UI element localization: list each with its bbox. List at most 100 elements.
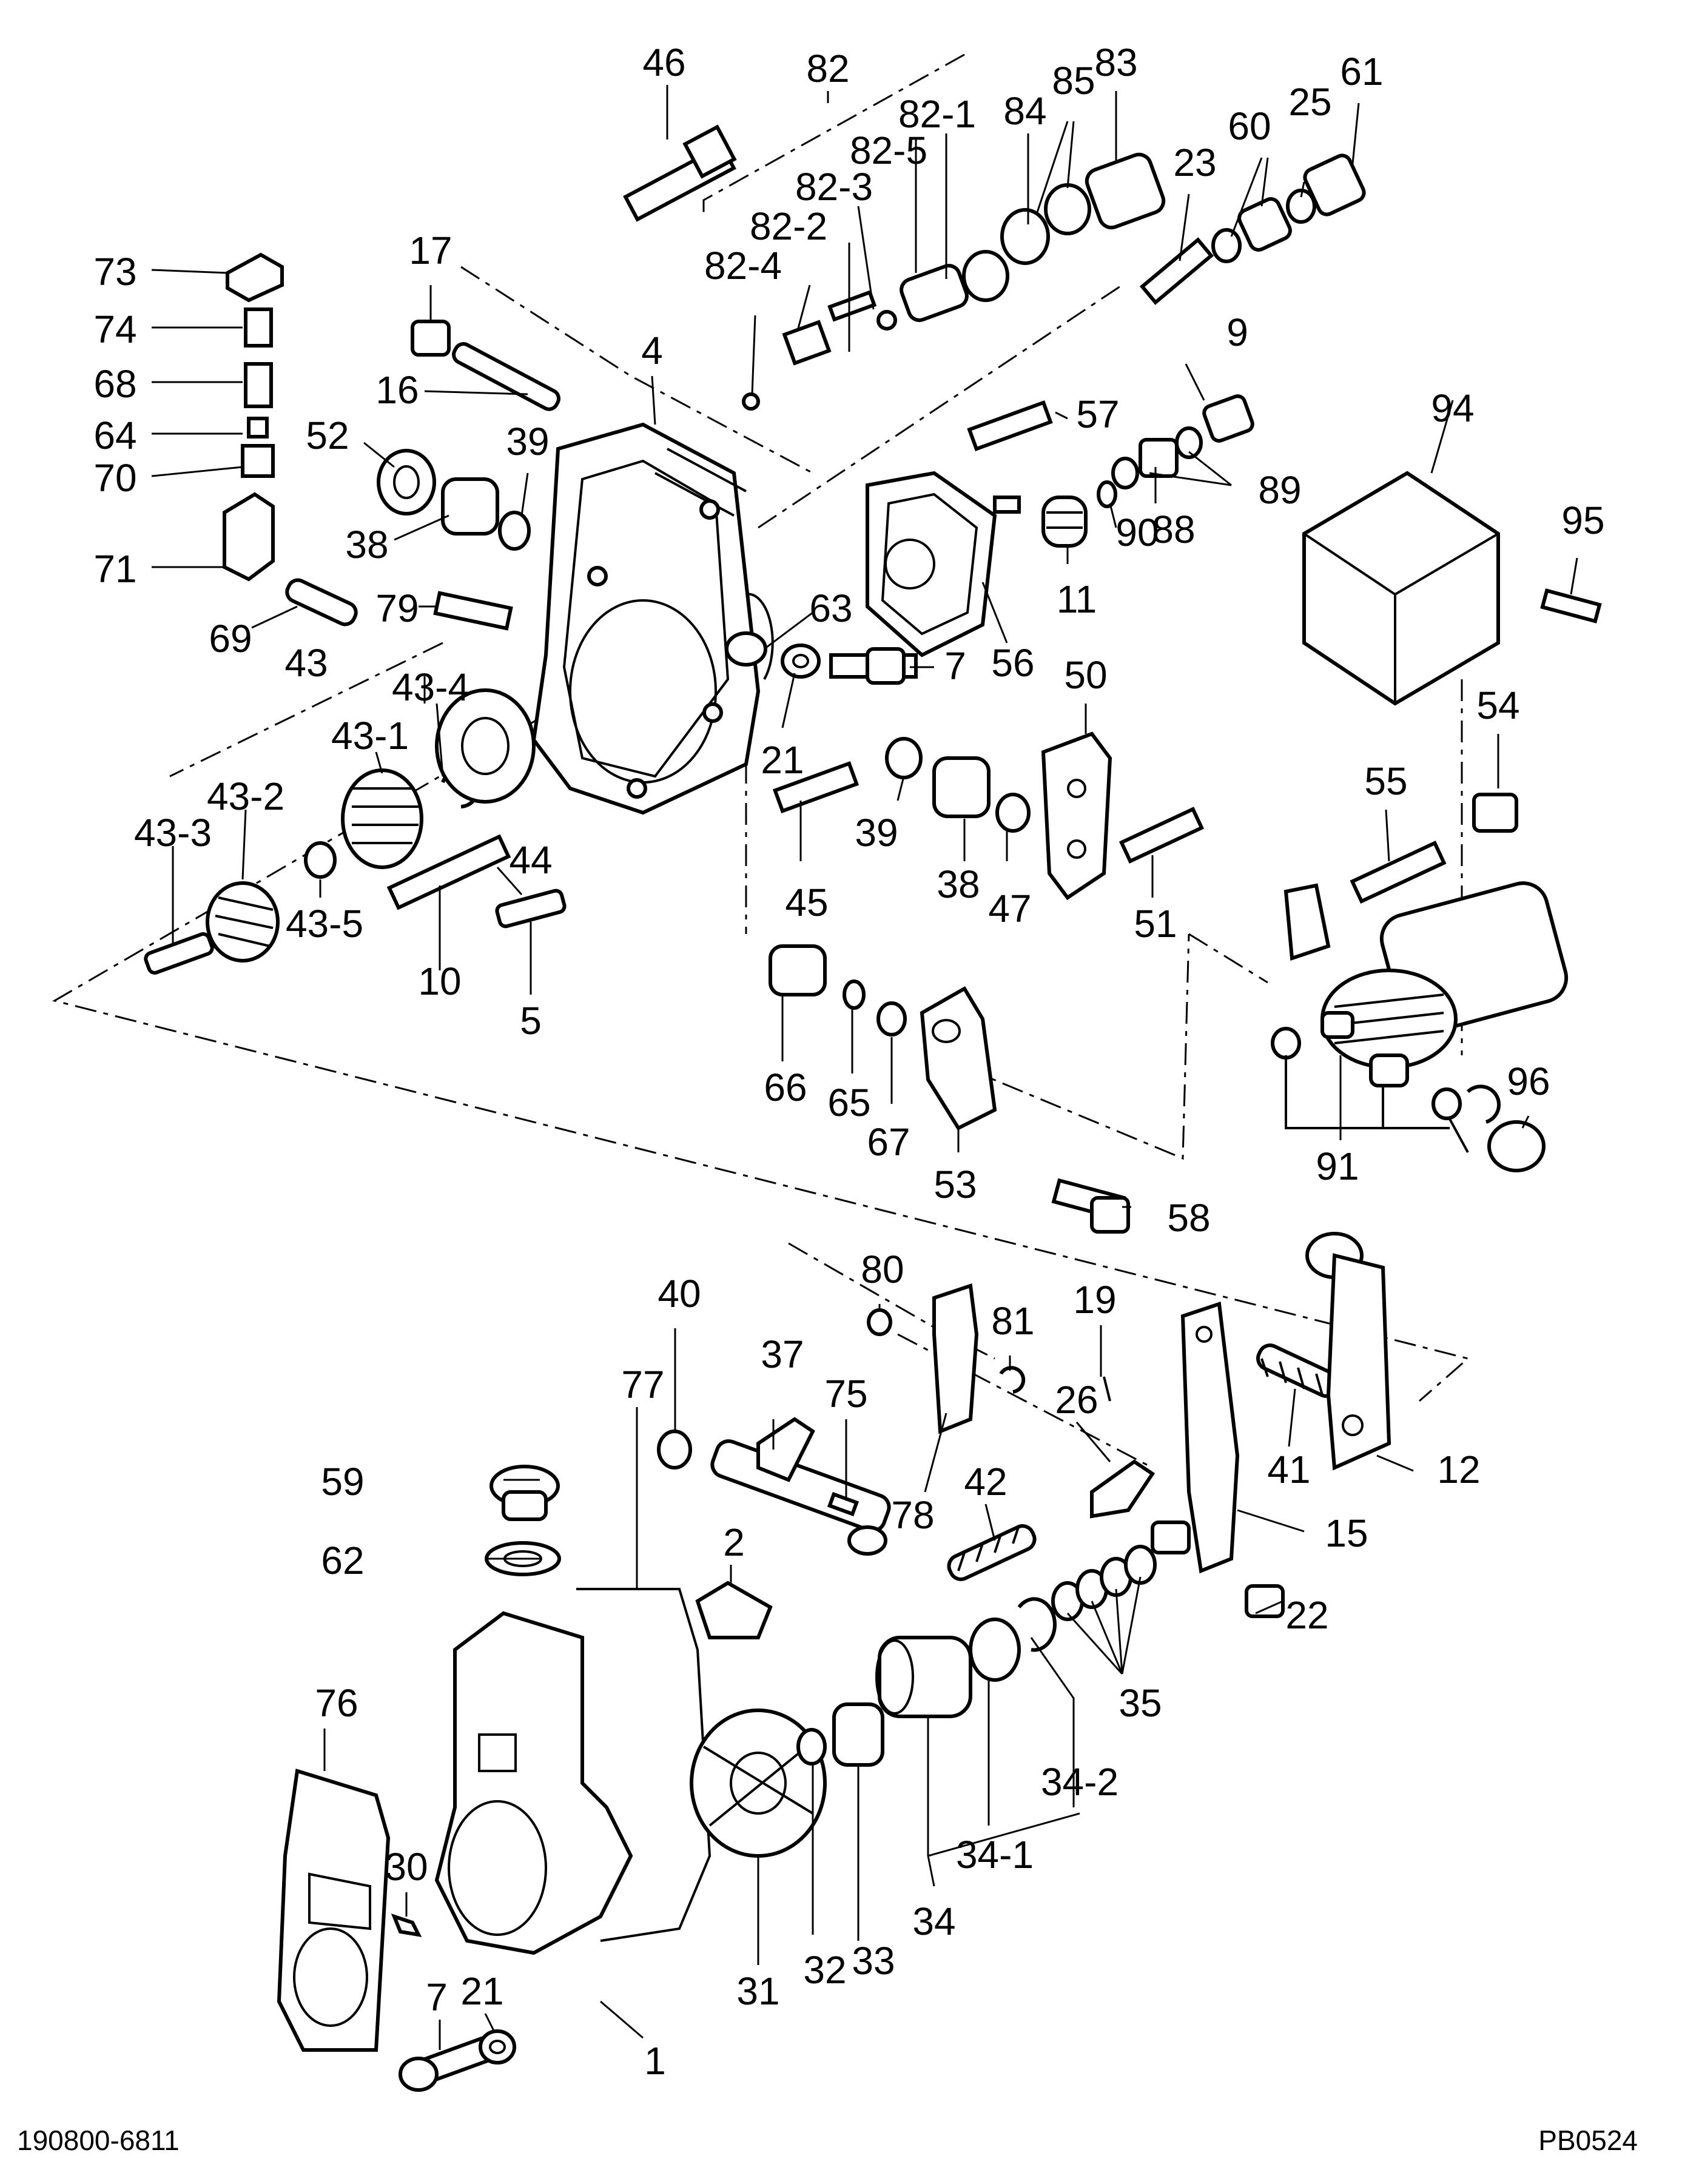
part-42-spring <box>947 1524 1037 1581</box>
callout-91: 91 <box>1316 1144 1359 1188</box>
callout-63: 63 <box>809 586 852 630</box>
part-43-assembly <box>144 768 480 975</box>
part-46-bolt <box>623 124 737 222</box>
callout-35: 35 <box>1119 1681 1162 1725</box>
callout-83: 83 <box>1094 41 1137 84</box>
callout-82: 82 <box>806 47 849 90</box>
callout-44: 44 <box>509 838 552 882</box>
part-54-nut <box>1472 793 1518 833</box>
part-31-weight-assembly <box>690 1709 827 1858</box>
callout-84: 84 <box>1003 89 1046 133</box>
part-55-stud <box>1350 841 1447 904</box>
part-41-spring <box>1256 1343 1340 1398</box>
callout-25: 25 <box>1288 80 1331 124</box>
part-88-89-nuts <box>1111 426 1203 489</box>
callout-64: 64 <box>93 414 136 457</box>
callout-61: 61 <box>1340 50 1383 93</box>
part-30-key <box>391 1914 422 1937</box>
callout-16: 16 <box>375 368 419 412</box>
callout-71: 71 <box>93 547 136 591</box>
callout-19: 19 <box>1073 1278 1116 1322</box>
callout-66: 66 <box>764 1066 807 1109</box>
callout-58: 58 <box>1167 1196 1210 1240</box>
part-65-ring <box>843 979 866 1010</box>
part-34-1-ring <box>969 1618 1021 1682</box>
part-67-washer <box>876 1001 907 1037</box>
page-code: PB0524 <box>1538 2125 1638 2156</box>
part-57-bolt <box>967 400 1053 452</box>
callout-53: 53 <box>934 1163 977 1206</box>
part-2-plate <box>695 1581 773 1639</box>
callout-77: 77 <box>621 1363 664 1406</box>
callout-labels: 46 82 82-1 83 84 85 61 82-5 82-3 82-2 82… <box>93 41 1604 2083</box>
part-91-solenoid <box>1271 881 1569 1153</box>
callout-15: 15 <box>1325 1511 1368 1555</box>
callout-80: 80 <box>861 1248 904 1291</box>
callout-9: 9 <box>1226 311 1248 354</box>
part-56-cover <box>866 471 1021 657</box>
callout-56: 56 <box>991 641 1034 685</box>
part-66-plug <box>769 944 827 996</box>
part-12-lever <box>1305 1232 1391 1471</box>
callout-79: 79 <box>375 586 419 630</box>
callout-76: 76 <box>315 1681 358 1725</box>
callout-7-lower: 7 <box>426 1975 448 2019</box>
callout-89: 89 <box>1258 468 1301 512</box>
callout-42: 42 <box>964 1460 1007 1504</box>
part-9-collar <box>1202 394 1254 443</box>
callout-38-lower: 38 <box>937 862 980 906</box>
callout-37: 37 <box>761 1332 804 1376</box>
callout-40: 40 <box>658 1272 701 1315</box>
callout-23: 23 <box>1173 141 1216 184</box>
callout-39-upper: 39 <box>506 420 549 463</box>
part-44-seal <box>435 688 536 804</box>
callout-52: 52 <box>306 414 349 457</box>
part-78-plate <box>932 1283 979 1434</box>
leader-lines <box>151 85 1578 2050</box>
callout-74: 74 <box>93 307 136 351</box>
callout-82-4: 82-4 <box>704 244 782 287</box>
callout-46: 46 <box>642 41 685 84</box>
callout-82-1: 82-1 <box>898 92 976 136</box>
part-58-bolt <box>1051 1178 1130 1234</box>
callout-34: 34 <box>912 1900 955 1943</box>
callout-10: 10 <box>418 959 461 1003</box>
part-39-ring-upper <box>498 511 531 551</box>
drawing-number: 190800-6811 <box>17 2125 180 2156</box>
part-47-washer <box>995 793 1031 833</box>
callout-90: 90 <box>1115 511 1159 554</box>
part-81-clip <box>999 1366 1026 1394</box>
callout-38-upper: 38 <box>345 523 388 566</box>
callout-34-2: 34-2 <box>1041 1760 1119 1804</box>
callout-68: 68 <box>93 362 136 406</box>
part-80-washer <box>867 1308 892 1336</box>
callout-43-1: 43-1 <box>331 714 409 758</box>
part-7-bolt-lower <box>399 2032 501 2092</box>
callout-43: 43 <box>284 641 328 685</box>
callout-57: 57 <box>1076 392 1119 436</box>
callout-59: 59 <box>321 1460 364 1504</box>
part-32-washer <box>796 1728 827 1766</box>
part-22-nut <box>1245 1584 1285 1618</box>
part-17-plug <box>411 320 451 357</box>
callout-88: 88 <box>1152 508 1195 551</box>
part-53-bracket <box>920 986 997 1131</box>
part-26-bracket <box>1090 1459 1156 1519</box>
callout-51: 51 <box>1134 902 1177 946</box>
callout-75: 75 <box>824 1372 867 1416</box>
callout-2: 2 <box>723 1520 745 1564</box>
part-23-screw <box>1139 237 1214 305</box>
part-82-assembly <box>742 152 1166 411</box>
part-39-ring-lower <box>885 737 923 779</box>
part-40-clip <box>657 1430 692 1470</box>
part-76-gasket <box>277 1769 391 2052</box>
callout-95: 95 <box>1561 499 1604 542</box>
part-96-cap <box>1487 1120 1546 1172</box>
part-45-bolt <box>772 761 860 813</box>
part-34-sleeve <box>875 1636 972 1718</box>
part-60-61-parts <box>1211 153 1366 263</box>
callout-78: 78 <box>891 1493 934 1537</box>
callout-70: 70 <box>93 456 136 500</box>
callout-85: 85 <box>1052 59 1095 102</box>
